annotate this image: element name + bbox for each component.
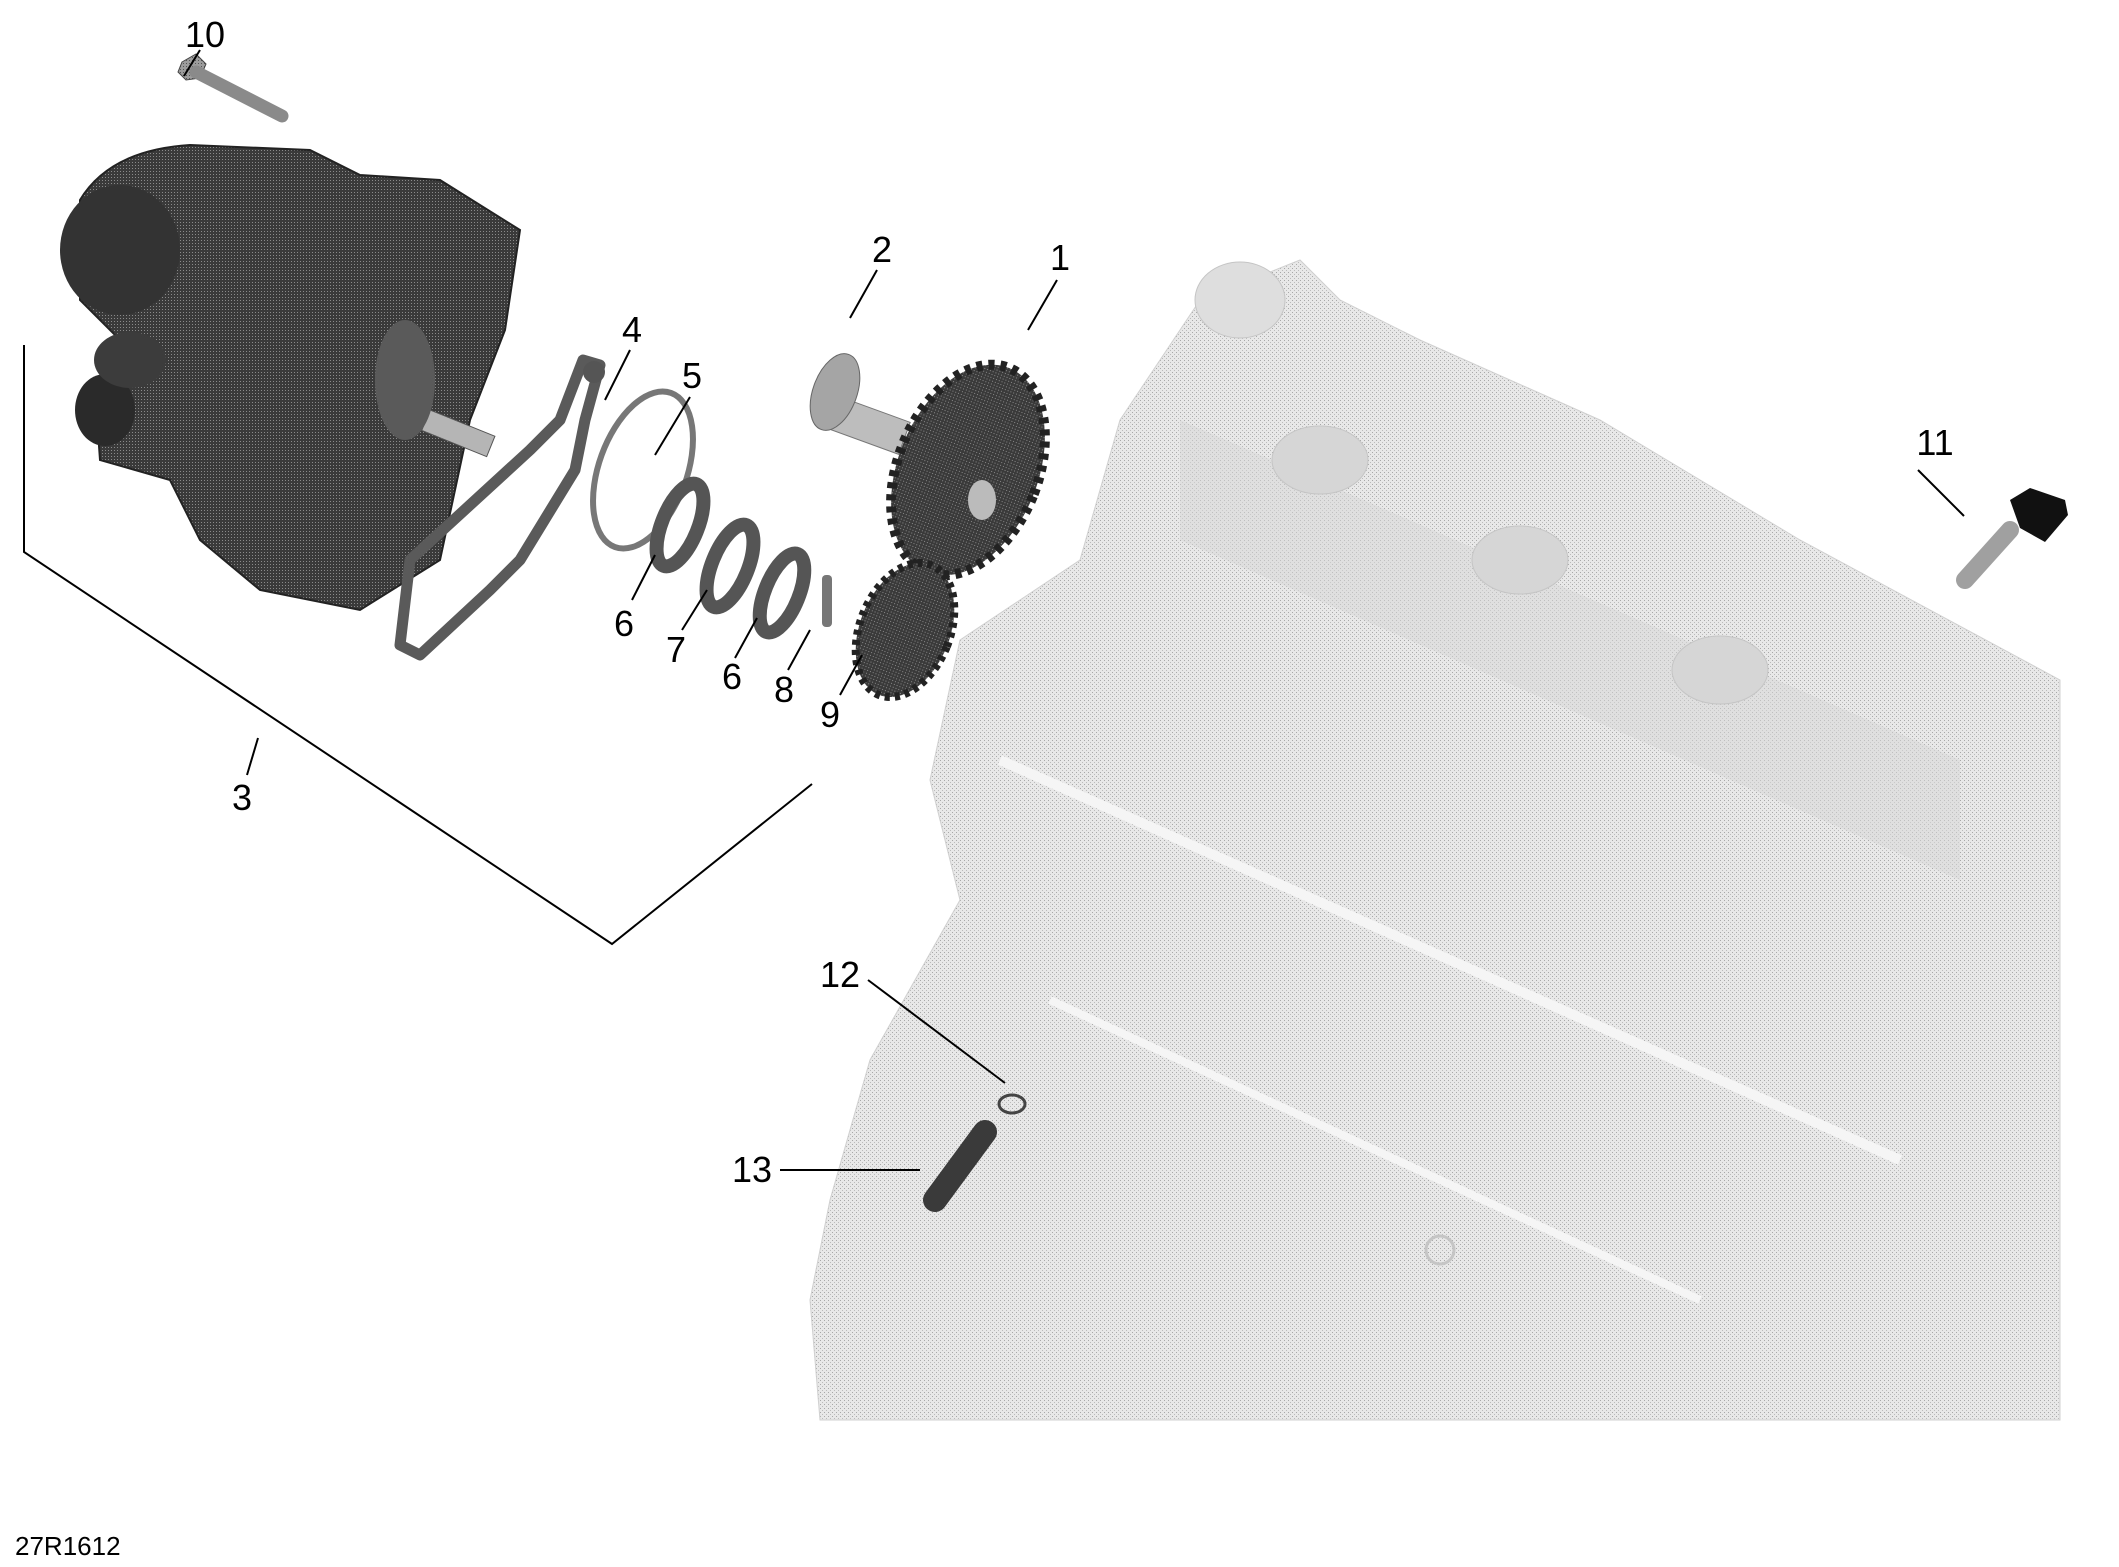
callout-13[interactable]: 13 — [731, 1149, 773, 1190]
callout-9[interactable]: 9 — [819, 694, 841, 735]
callout-1[interactable]: 1 — [1049, 237, 1071, 278]
callout-6a[interactable]: 6 — [613, 603, 635, 644]
callout-5[interactable]: 5 — [681, 355, 703, 396]
callout-4[interactable]: 4 — [621, 309, 643, 350]
washer-part — [649, 476, 711, 574]
temperature-sensor-part — [1956, 488, 2068, 589]
washer-part — [752, 546, 812, 640]
reference-code: 27R1612 — [15, 1531, 121, 1561]
shaft-pin-part — [809, 353, 911, 455]
callout-3[interactable]: 3 — [231, 777, 253, 818]
o-ring-small-part — [997, 1093, 1027, 1115]
leader-lines — [23, 49, 1965, 1171]
callout-6b[interactable]: 6 — [721, 656, 743, 697]
callout-11[interactable]: 11 — [1916, 422, 1954, 463]
callout-8[interactable]: 8 — [773, 669, 795, 710]
bolt-part — [177, 53, 289, 123]
gasket-part — [394, 354, 606, 661]
washer-part — [699, 517, 761, 615]
callout-12[interactable]: 12 — [819, 954, 861, 995]
callout-10[interactable]: 10 — [184, 14, 226, 55]
callout-7[interactable]: 7 — [665, 629, 687, 670]
large-gear-part — [886, 359, 1050, 581]
fitting-part — [923, 1120, 997, 1212]
small-gear-part — [851, 558, 959, 702]
callout-2[interactable]: 2 — [871, 229, 893, 270]
engine-block — [809, 259, 2061, 1421]
pin-part — [822, 575, 832, 627]
water-pump-housing — [60, 143, 522, 612]
